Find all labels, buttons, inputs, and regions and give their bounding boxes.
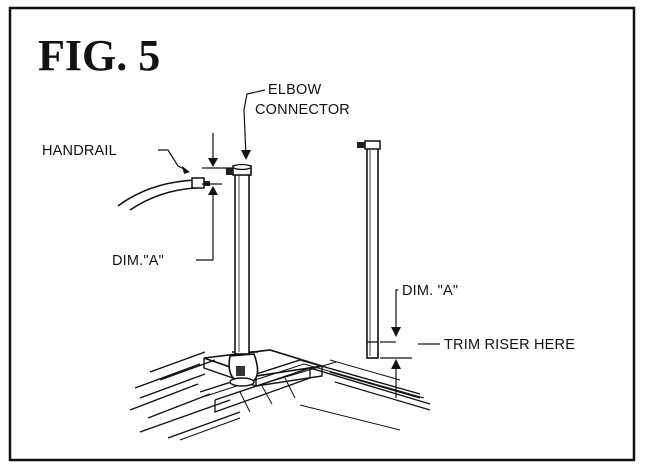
right-assembly bbox=[357, 140, 440, 398]
dim-a-right-label: DIM. "A" bbox=[402, 283, 458, 299]
handrail-leader bbox=[158, 149, 190, 174]
trim-riser-here-label: TRIM RISER HERE bbox=[444, 337, 575, 353]
elbow-connector-label-line2: CONNECTOR bbox=[255, 102, 350, 118]
figure-title: FIG. 5 bbox=[38, 31, 160, 80]
left-assembly bbox=[117, 89, 431, 441]
figure-frame bbox=[8, 6, 636, 462]
dim-a-markers-right bbox=[380, 289, 440, 398]
dim-a-markers-left bbox=[196, 133, 232, 261]
elbow-connector-label-line1: ELBOW bbox=[268, 82, 321, 98]
right-elbow-connector bbox=[357, 140, 381, 150]
handrail-label: HANDRAIL bbox=[42, 143, 117, 159]
right-riser-post bbox=[366, 145, 379, 359]
dim-a-left-label: DIM."A" bbox=[112, 253, 164, 269]
riser-post bbox=[234, 171, 250, 355]
elbow-connector-leader bbox=[241, 89, 266, 160]
elbow-connector bbox=[226, 163, 252, 176]
post-mount-foot bbox=[228, 351, 259, 387]
